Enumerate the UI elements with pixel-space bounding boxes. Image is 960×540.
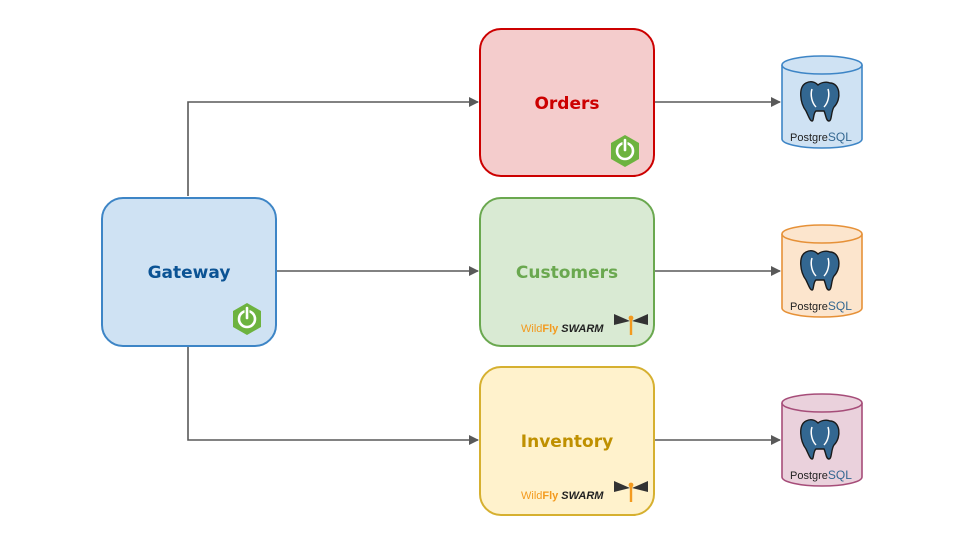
postgres-prefix: Postgre [790,132,828,144]
database-cylinder-inventory [781,393,863,487]
elephant-icon [800,80,840,122]
wildfly-fly-text: Fly [542,490,559,502]
postgres-suffix: SQL [827,468,852,482]
customers-label: Customers [515,263,619,283]
elephant-icon [800,418,840,460]
wildfly-fly-text: Fly [542,323,559,335]
postgres-suffix: SQL [827,130,852,144]
inventory-label: Inventory [520,432,614,452]
wildfly-wild-text: Wild [521,490,543,502]
spring-power-icon [233,303,261,335]
dragonfly-icon [614,314,648,335]
connector-gateway-orders [187,97,479,196]
gateway-label: Gateway [147,263,231,283]
dragonfly-icon [614,481,648,502]
gateway-node[interactable]: Gateway [101,197,277,347]
postgres-prefix: Postgre [790,470,828,482]
wildfly-swarm-text: SWARM [561,490,604,502]
postgresql-label-inventory: PostgreSQL [790,468,852,482]
spring-power-icon [611,135,639,167]
wildfly-wild-text: Wild [521,323,543,335]
postgres-suffix: SQL [827,299,852,313]
database-cylinder-customers [781,224,863,318]
wildfly-swarm-text: SWARM [561,323,604,335]
postgresql-label-customers: PostgreSQL [790,299,852,313]
orders-node[interactable]: Orders [479,28,655,177]
postgres-prefix: Postgre [790,301,828,313]
connector-gateway-inventory [187,346,479,445]
postgresql-label-orders: PostgreSQL [790,130,852,144]
orders-label: Orders [534,94,600,114]
elephant-icon [800,249,840,291]
database-cylinder-orders [781,55,863,149]
